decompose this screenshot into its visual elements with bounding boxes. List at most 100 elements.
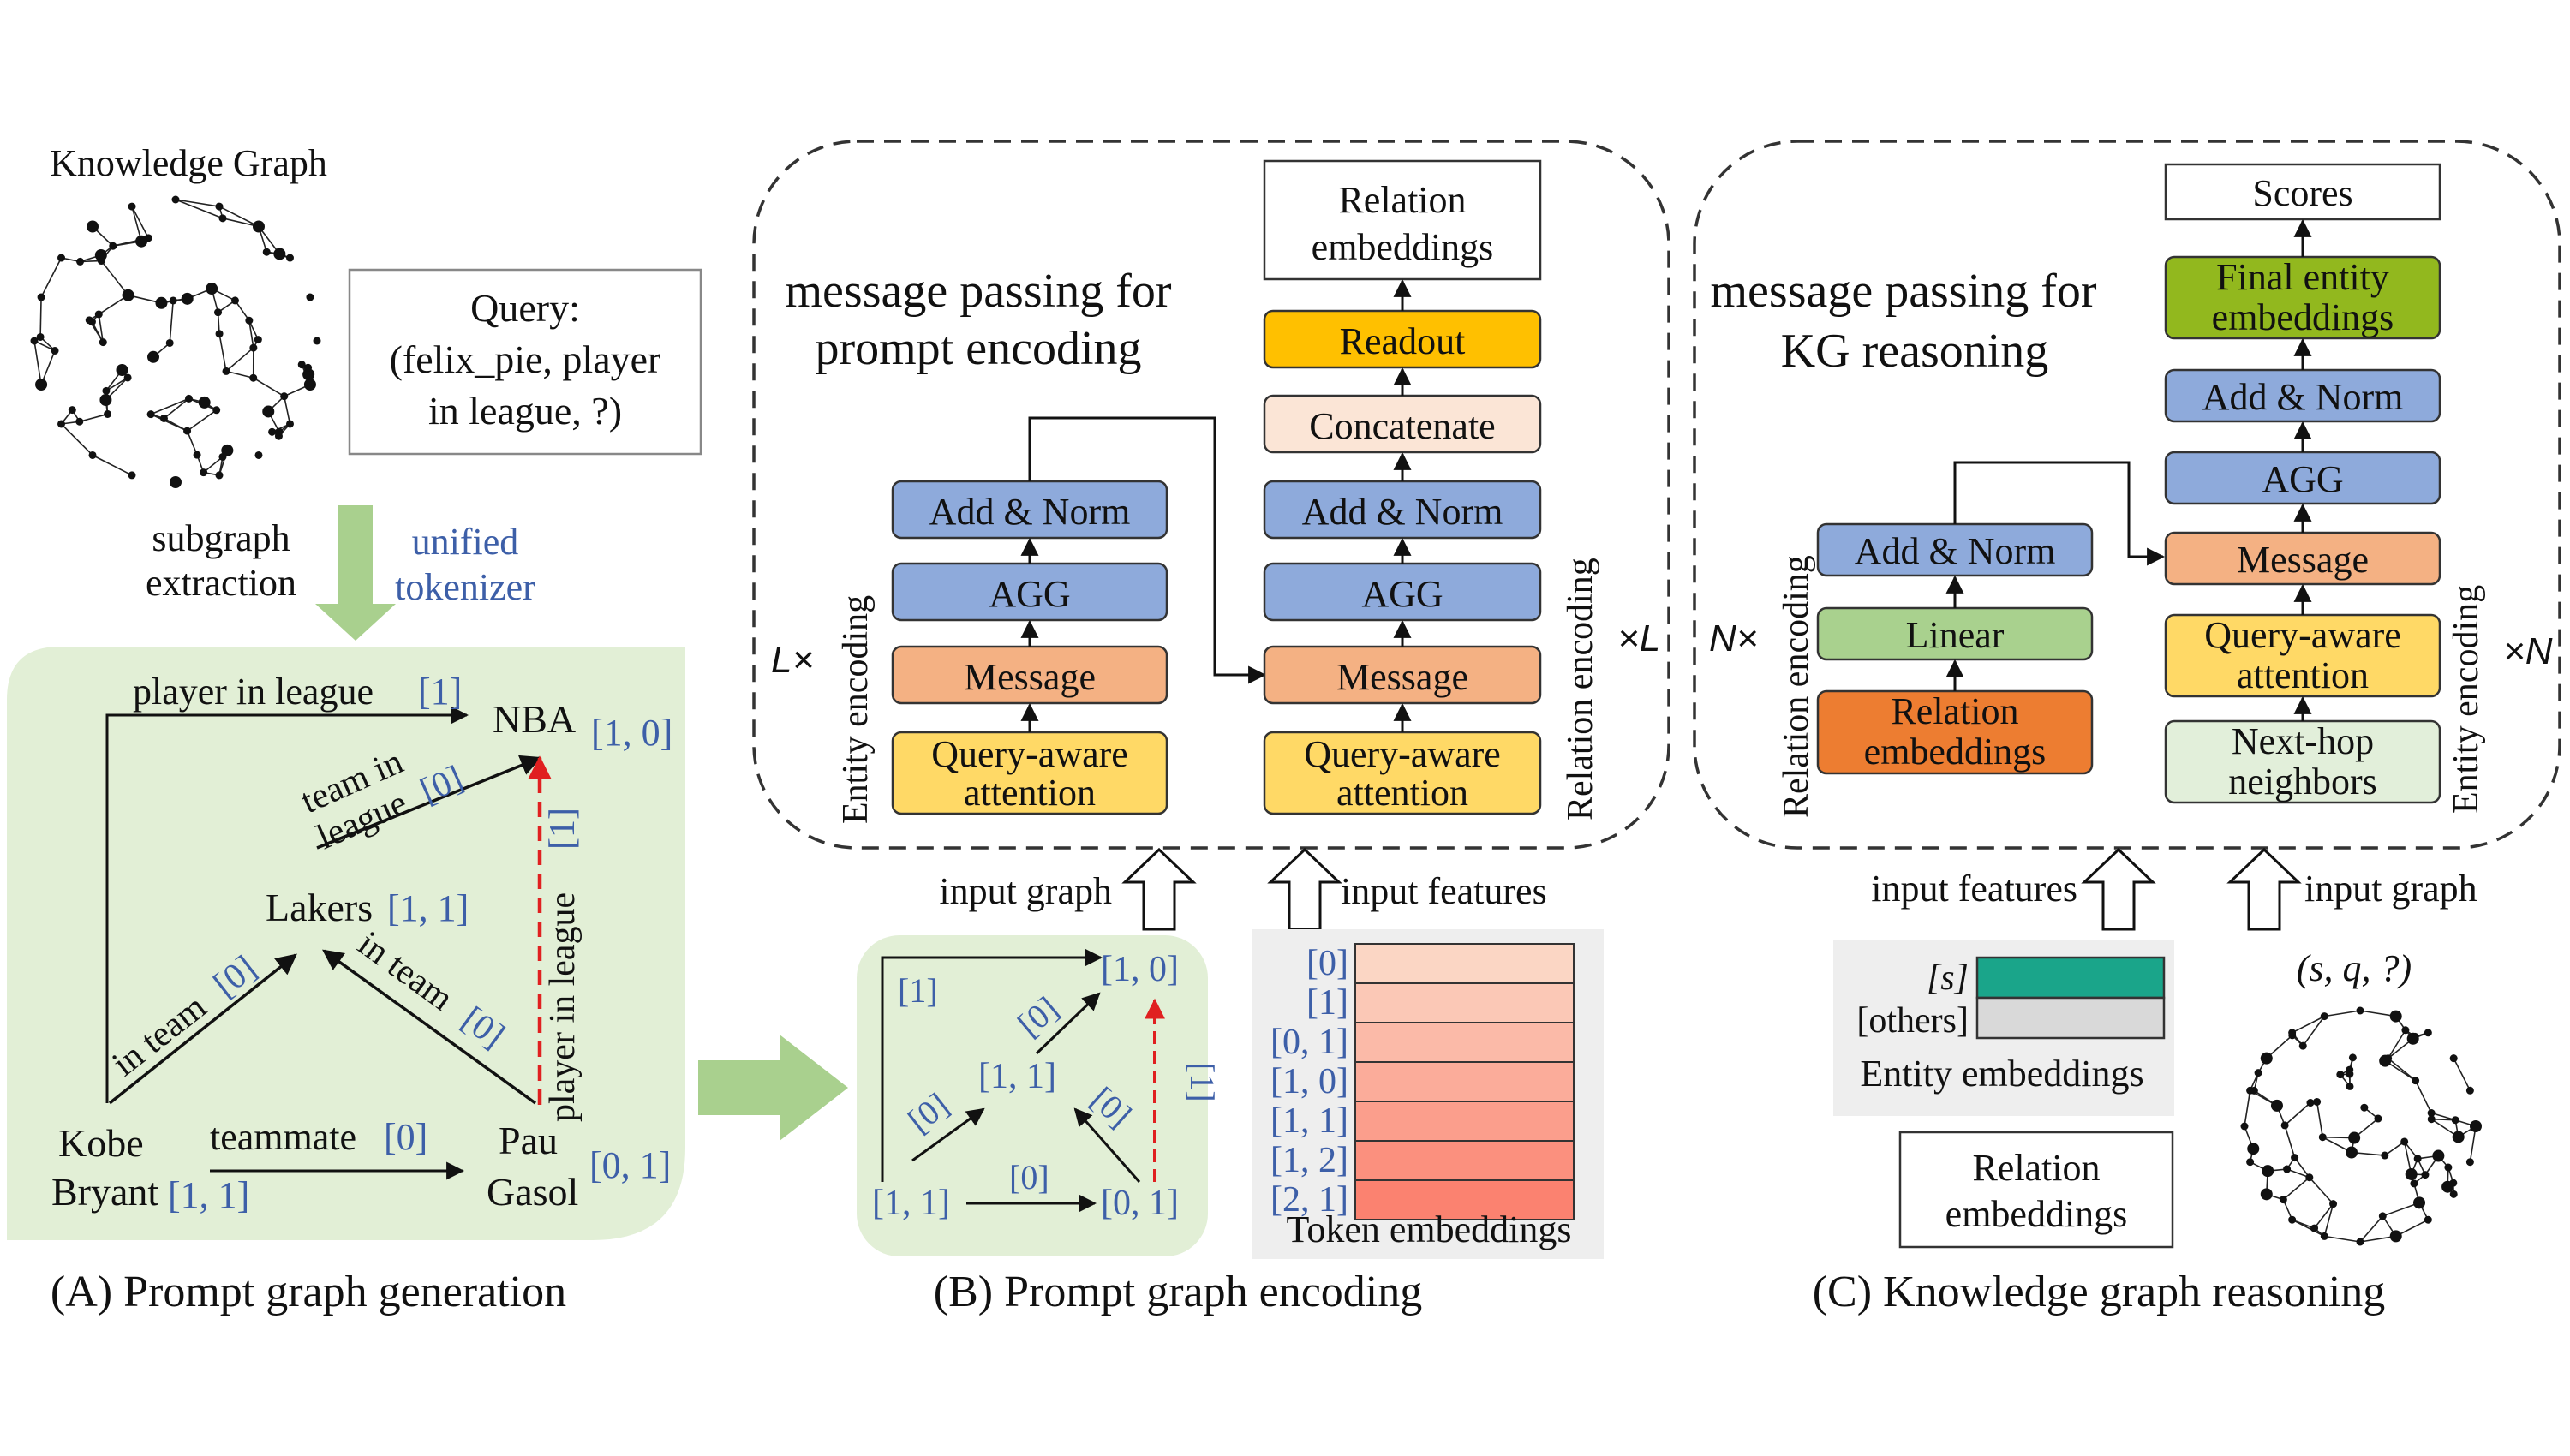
network-node (116, 364, 128, 377)
edge-kobe-lakers (108, 953, 297, 1105)
network-node (2345, 1146, 2358, 1159)
network-node (2320, 1012, 2328, 1021)
network-node (280, 392, 289, 401)
network-node (2298, 1041, 2307, 1050)
readout-label: Readout (1340, 320, 1466, 362)
network-node (2378, 1212, 2387, 1220)
transition-arrow (698, 1035, 848, 1141)
network-node (99, 394, 112, 407)
loop-left-b: L× (771, 639, 814, 681)
mini-node-middle: [1, 1] (978, 1057, 1056, 1096)
token-embedding-row (1354, 1061, 1575, 1102)
network-node (252, 220, 265, 233)
network-node (155, 296, 168, 309)
network-node (146, 350, 159, 363)
network-edge (2292, 1219, 2325, 1238)
others-embedding-bar (1975, 996, 2166, 1040)
network-node (2246, 1086, 2255, 1095)
query-triple: (s, q, ?) (2297, 947, 2412, 989)
token-label: [1, 2] (1270, 1141, 1348, 1180)
loop-right-c: ×N (2503, 630, 2553, 672)
input-features-arrow-b (1267, 847, 1342, 931)
token-embedding-row (1354, 982, 1575, 1023)
entity-add-norm-label: Add & Norm (929, 491, 1131, 533)
token-embeddings-table: [0][1][0, 1][1, 0][1, 1][1, 2][2, 1] (1270, 943, 1575, 1220)
mini-edge-right-middle (1073, 1107, 1141, 1183)
relation-embeddings-box-c (1898, 1131, 2174, 1249)
network-edge (2286, 1168, 2310, 1179)
node-kobe-token: [1, 1] (168, 1174, 249, 1216)
network-node (2412, 1077, 2420, 1085)
network-edge (2387, 1029, 2406, 1059)
query-line-3: in league, ?) (428, 389, 622, 433)
network-node (218, 214, 227, 223)
entity-attention-label-2: attention (964, 772, 1096, 814)
network-edge (186, 430, 198, 456)
network-node (88, 451, 97, 459)
network-node (2346, 1070, 2354, 1078)
network-node (57, 254, 66, 262)
network-node (2421, 1171, 2430, 1179)
network-edge (225, 347, 254, 373)
network-edge (2414, 1080, 2432, 1113)
network-node (102, 386, 111, 395)
caption-b: (B) Prompt graph encoding (934, 1268, 1422, 1316)
mini-node-bottom-right: [0, 1] (1101, 1184, 1179, 1223)
entity-add-norm-label-c: Add & Norm (2202, 376, 2404, 418)
network-node (2449, 1054, 2458, 1063)
network-edge (40, 350, 56, 385)
network-node (221, 444, 234, 456)
relation-add-norm-label-c: Add & Norm (1855, 530, 2056, 572)
relation-input-label-c-1: Relation (1891, 690, 2018, 732)
input-features-arrow-c (2081, 847, 2156, 931)
loop-right-b: ×L (1617, 618, 1660, 659)
token-embedding-row (1354, 1101, 1575, 1142)
network-node (128, 202, 136, 211)
network-edge (2309, 1177, 2334, 1205)
relation-add-norm-label: Add & Norm (1302, 491, 1503, 533)
entity-embeddings-caption: Entity embeddings (1860, 1053, 2143, 1095)
relation-input-label-c-2: embeddings (1864, 731, 2047, 773)
token-embedding-row (1354, 1140, 1575, 1181)
network-edge (2324, 1010, 2361, 1017)
s-embedding-bar (1975, 956, 2166, 1000)
panel-b: message passing for prompt encoding L× ×… (752, 140, 1670, 1316)
input-graph-label-c: input graph (2304, 868, 2477, 910)
network-node (2427, 1115, 2436, 1124)
network-node (273, 248, 286, 260)
final-embeddings-label-2: embeddings (2212, 296, 2394, 338)
network-node (222, 367, 230, 375)
unified-tokenizer-line-2: tokenizer (395, 566, 535, 608)
network-node (128, 471, 136, 480)
entity-attention-label-c-1: Query-aware (2204, 614, 2401, 656)
network-node (2288, 1215, 2297, 1224)
network-node (123, 373, 132, 382)
network-node (122, 289, 134, 301)
mini-prompt-graph-panel (857, 935, 1208, 1256)
relation-output-label-2: embeddings (1312, 226, 1494, 268)
network-node (94, 248, 107, 261)
network-node (2346, 1082, 2354, 1090)
network-node (169, 296, 177, 305)
network-node (249, 373, 258, 382)
network-node (104, 409, 112, 418)
network-node (2411, 1032, 2419, 1041)
s-label: [s] (1927, 958, 1969, 998)
edge-lakers-nba (316, 755, 542, 850)
mini-node-bottom-left: [1, 1] (872, 1184, 950, 1223)
panel-b-title-2: prompt encoding (815, 322, 1141, 375)
network-node (2401, 1026, 2410, 1035)
relation-attention-label-2: attention (1336, 772, 1468, 814)
network-node (68, 406, 76, 415)
network-node (2336, 1071, 2345, 1079)
network-node (2444, 1163, 2453, 1172)
network-node (2348, 1131, 2361, 1144)
entity-agg-label-c: AGG (2262, 458, 2343, 500)
token-label: [1, 0] (1270, 1062, 1348, 1101)
network-node (2254, 1069, 2262, 1077)
network-node (2413, 1155, 2422, 1163)
panel-a: Knowledge Graph Query: (felix_pie, playe… (7, 142, 848, 1316)
network-edge (39, 296, 42, 337)
network-node (2465, 1086, 2474, 1095)
linear-label: Linear (1906, 614, 2005, 656)
